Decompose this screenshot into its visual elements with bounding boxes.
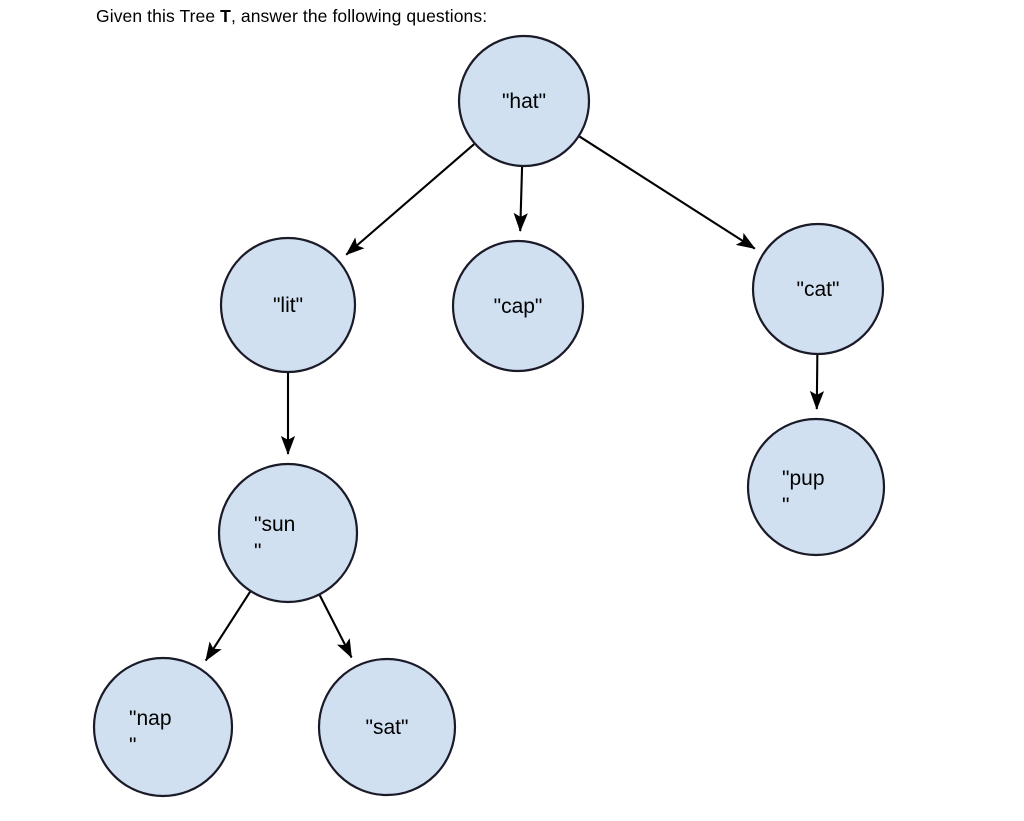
prompt-text-before: Given this Tree xyxy=(96,6,221,26)
tree-node-shape-pup xyxy=(746,417,886,557)
tree-node-lit[interactable]: "lit" xyxy=(219,236,357,374)
tree-node-label-cap: "cap" xyxy=(494,295,543,318)
tree-edge-hat-to-cap xyxy=(513,166,528,232)
tree-node-shape-nap xyxy=(92,656,234,798)
tree-edge-sun-to-nap xyxy=(204,591,251,662)
tree-node-label-cat: "cat" xyxy=(797,278,840,301)
tree-node-label-lit: "lit" xyxy=(273,294,303,317)
tree-node-pup[interactable]: "pup" xyxy=(746,417,886,557)
tree-node-label-hat: "hat" xyxy=(502,90,546,113)
tree-node-nap[interactable]: "nap" xyxy=(92,656,234,798)
tree-node-label-pup: "pup" xyxy=(782,467,825,517)
tree-node-cap[interactable]: "cap" xyxy=(451,239,585,373)
tree-node-shape-cap xyxy=(451,239,585,373)
tree-node-sun[interactable]: "sun" xyxy=(217,462,359,604)
tree-node-shape-cat xyxy=(751,222,885,356)
tree-node-sat[interactable]: "sat" xyxy=(317,657,457,797)
prompt-text-after: , answer the following questions: xyxy=(230,6,488,26)
tree-node-shape-lit xyxy=(219,236,357,374)
tree-node-label-sun: "sun" xyxy=(254,513,295,563)
tree-node-label-sat: "sat" xyxy=(366,716,409,739)
page-title: Given this Tree T, answer the following … xyxy=(96,6,487,27)
tree-edge-layer xyxy=(204,135,825,662)
tree-edge-hat-to-lit xyxy=(345,143,475,256)
tree-node-hat[interactable]: "hat" xyxy=(457,34,591,168)
tree-node-shape-sat xyxy=(317,657,457,797)
tree-node-shape-sun xyxy=(217,462,359,604)
tree-node-shape-hat xyxy=(457,34,591,168)
tree-edge-cat-to-pup xyxy=(809,354,825,410)
tree-edge-sun-to-sat xyxy=(318,594,353,659)
tree-edge-hat-to-cat xyxy=(579,135,756,250)
tree-symbol-label: T xyxy=(220,6,231,26)
tree-node-label-nap: "nap" xyxy=(129,707,172,757)
tree-node-layer: "hat" "lit" "cap" "cat" "pup" "sun" "nap" "sat" xyxy=(92,34,886,798)
tree-node-cat[interactable]: "cat" xyxy=(751,222,885,356)
